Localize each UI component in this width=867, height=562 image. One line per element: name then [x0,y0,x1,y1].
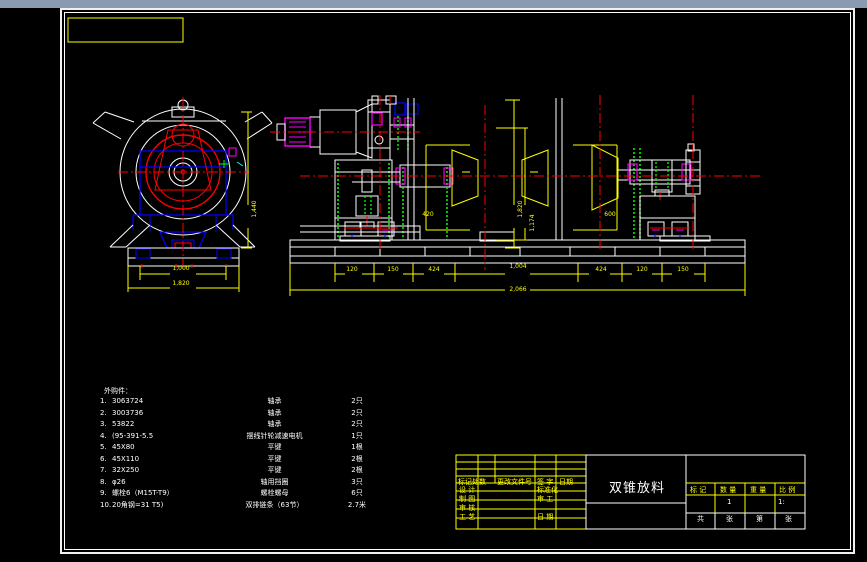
bom-qty: 2只 [351,408,363,417]
bom-spec: φ26 [112,477,126,486]
bom-qty: 6只 [351,489,363,497]
list-item: 7. 32X250 平键 2根 [100,465,400,477]
drawing-main-title: 双锥放料 [608,481,665,496]
bom-spec: 20角钢=31 T5) [112,500,164,509]
bom-spec: 53822 [112,420,135,428]
dim-chain-2: 150 [387,266,399,273]
bom-heading: 外购件： [104,387,132,395]
bom-name: 轴承 [267,397,282,405]
tb-right-mark: 标 记 [690,486,707,494]
bom-name: 摆线针轮减速电机 [246,431,303,440]
bom-name: 平键 [267,443,282,451]
bom-spec: 32X250 [112,466,140,474]
dim-left-1440: 1,440 [251,200,258,218]
tb-header-changeno: 更改文件号 [497,478,532,486]
bom-name: 平键 [267,466,282,474]
tb-footer-sheets: 张 [726,515,733,523]
bom-no: 5. [100,443,107,451]
list-item: 10. 20角钢=31 T5) 双排链条（63节） 2.7米 [100,500,400,512]
tb-right-qty-value: 1 [727,498,732,506]
bom-name: 轴承 [267,408,282,417]
bom-rows: 1. 3063724 轴承 2只 2. 3003736 轴承 2只 3. 538… [100,396,400,511]
dim-chain-3: 424 [428,266,440,273]
dim-chain-4: 1,004 [509,263,527,270]
list-item: 9. 螺栓6（M15T-T9） 螺栓螺母 6只 [100,488,400,500]
dim-chain-7: 150 [677,266,689,273]
tb-row-draw-label: 制 图 [459,495,476,503]
tb-footer-sheet: 张 [785,515,792,523]
bom-qty: 2只 [351,420,363,428]
bom-spec: 45X80 [112,443,135,451]
bom-no: 7. [100,466,107,474]
bom-no: 10. [100,500,112,509]
bom-spec: 螺栓6（M15T-T9） [112,489,174,497]
tb-row-process-label: 工 艺 [459,513,476,521]
bom-no: 1. [100,397,107,405]
list-item: 3. 53822 轴承 2只 [100,419,400,431]
list-item: 5. 45X80 平键 1根 [100,442,400,454]
tb-right-weight: 重 量 [750,486,767,494]
bom-spec: (95-391-5.5 [112,431,154,440]
tb-footer-nth: 第 [756,515,763,523]
dim-main-1820: 1,820 [517,200,524,218]
dim-chain-1: 120 [346,266,358,273]
bom-no: 3. [100,420,107,428]
bom-qty: 1根 [351,443,363,451]
tb-row-date-label: 日 期 [537,513,554,521]
list-item: 4. (95-391-5.5 摆线针轮减速电机 1只 [100,431,400,443]
left-elevation-view [92,97,273,292]
bom-no: 9. [100,489,107,497]
list-item: 1. 3063724 轴承 2只 [100,396,400,408]
bom-spec: 3003736 [112,408,144,417]
bom-spec: 3063724 [112,397,144,405]
tb-right-qty: 数 量 [720,486,737,494]
bom-qty: 2根 [351,466,363,474]
bom-qty: 2根 [351,454,363,463]
bom-name: 双排链条（63节） [245,500,304,509]
bom-name: 轴用挡圈 [260,477,289,486]
dim-left-1820: 1,820 [172,280,190,287]
tb-header-mark: 标记处数 [458,478,486,486]
bom-qty: 3只 [351,477,363,486]
list-item: 8. φ26 轴用挡圈 3只 [100,477,400,489]
dim-main-1174: 1,174 [529,214,536,232]
bom-qty: 2只 [351,397,363,405]
bom-name: 轴承 [267,420,282,428]
main-section-view [270,95,760,296]
dim-chain-5: 424 [595,266,607,273]
bom-no: 2. [100,408,107,417]
drawing-sheet-outer-border [60,8,855,554]
bom-qty: 2.7米 [347,500,367,509]
dim-chain-6: 120 [636,266,648,273]
tb-header-sign: 签 字 [537,478,554,486]
list-item: 6. 45X110 平键 2根 [100,454,400,466]
list-item: 2. 3003736 轴承 2只 [100,408,400,420]
tb-right-scale-value: 1: [778,498,785,506]
bom-name: 螺栓螺母 [260,489,289,497]
bom-no: 6. [100,454,107,463]
dim-main-420: 420 [422,211,434,218]
bom-name: 平键 [267,454,282,463]
bom-qty: 1只 [351,431,363,440]
note-box [67,17,184,43]
title-block-grid [455,454,806,530]
purchased-parts-list: 外购件： 1. 3063724 轴承 2只 2. 3003736 轴承 2只 3… [100,387,400,522]
bom-spec: 45X110 [112,454,140,463]
tb-row-design-label: 设 计 [459,486,476,494]
tb-header-date: 日期 [559,478,573,486]
tb-row-standardize-label: 标准化 [537,486,558,494]
tb-footer-total: 共 [697,515,704,523]
window-titlebar [0,0,867,8]
dim-overall-2066: 2,066 [509,286,527,293]
tb-row-reviewproc-label: 审 工 [537,495,554,503]
bom-no: 4. [100,431,107,440]
drawing-sheet-inner-border [64,12,851,550]
dim-main-600: 600 [604,211,616,218]
bom-no: 8. [100,477,107,486]
dim-left-1000: 1,000 [172,265,190,272]
tb-right-scale: 比 例 [779,486,796,494]
tb-row-check-label: 审 核 [459,504,476,512]
